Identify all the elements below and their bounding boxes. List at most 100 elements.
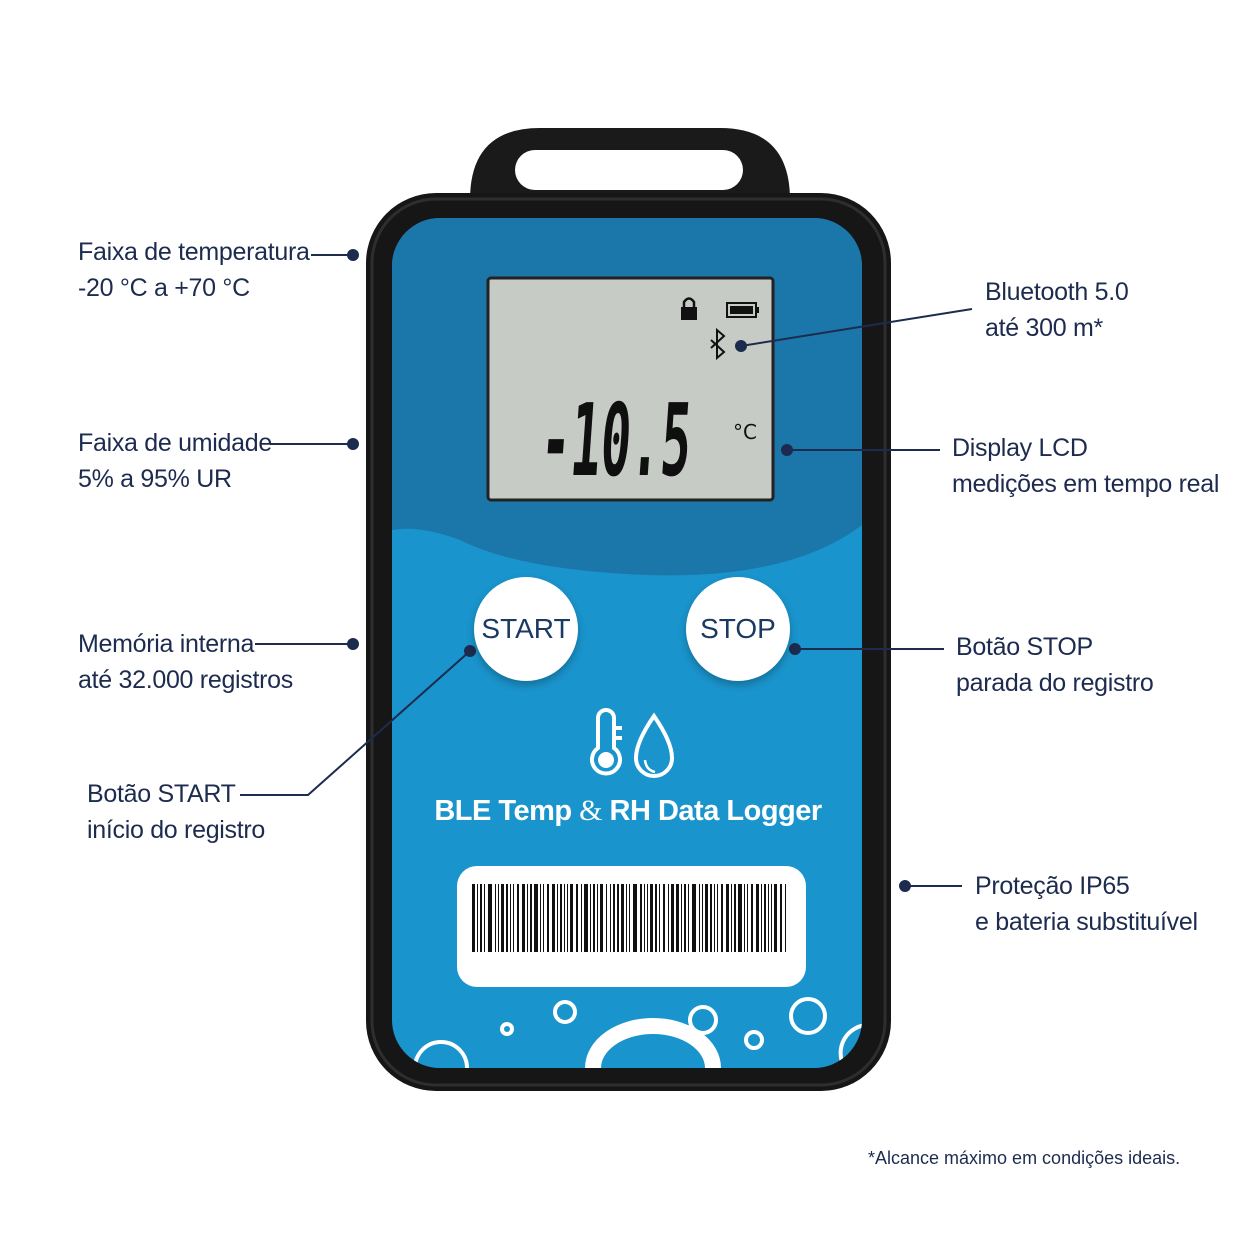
- barcode-bar: [527, 884, 528, 952]
- barcode-bar: [617, 884, 619, 952]
- barcode-bar: [626, 884, 627, 952]
- barcode-bar: [756, 884, 759, 952]
- barcode-bar: [590, 884, 591, 952]
- barcode-bar: [560, 884, 562, 952]
- device-title-ampersand: &: [579, 794, 602, 827]
- barcode-bar: [610, 884, 611, 952]
- start-button[interactable]: START: [474, 577, 578, 681]
- barcode-bar: [498, 884, 499, 952]
- annotation-protection-value: e bateria substituível: [975, 908, 1198, 936]
- device-title-part1: BLE Temp: [434, 795, 580, 827]
- barcode-bar: [650, 884, 653, 952]
- annotation-humidity: Faixa de umidade 5% a 95% UR: [78, 425, 272, 497]
- barcode-bar: [488, 884, 492, 952]
- device-title-part2: RH Data Logger: [601, 795, 823, 827]
- barcode-bar: [659, 884, 660, 952]
- barcode-bar: [517, 884, 519, 952]
- barcode-bar: [751, 884, 753, 952]
- lock-icon: [681, 297, 697, 320]
- barcode-bar: [567, 884, 568, 952]
- footnote: *Alcance máximo em condições ideais.: [868, 1148, 1181, 1168]
- annotation-protection-title: Proteção IP65: [975, 872, 1130, 900]
- barcode-bar: [681, 884, 682, 952]
- barcode-bar: [552, 884, 555, 952]
- barcode-bar: [606, 884, 607, 952]
- barcode-bar: [738, 884, 742, 952]
- barcode-bar: [702, 884, 703, 952]
- barcode-bar: [477, 884, 478, 952]
- annotation-bluetooth: Bluetooth 5.0 até 300 m*: [985, 274, 1129, 346]
- barcode-bar: [564, 884, 565, 952]
- barcode-bar: [684, 884, 686, 952]
- barcode-bar: [484, 884, 485, 952]
- annotation-stop-button: Botão STOP parada do registro: [956, 629, 1154, 701]
- barcode-bar: [699, 884, 700, 952]
- annotation-display: Display LCD medições em tempo real: [952, 430, 1219, 502]
- barcode-bar: [530, 884, 532, 952]
- annotation-bluetooth-title: Bluetooth 5.0: [985, 278, 1129, 306]
- barcode-panel: [457, 866, 806, 987]
- stop-button[interactable]: STOP: [686, 577, 790, 681]
- device-casing: [366, 193, 891, 1091]
- barcode-bar: [768, 884, 769, 952]
- barcode-bar: [717, 884, 718, 952]
- annotation-memory-title: Memória interna: [78, 630, 255, 658]
- hanging-tab: [470, 128, 790, 236]
- annotation-memory-value: até 32.000 registros: [78, 666, 293, 694]
- barcode-bar: [522, 884, 525, 952]
- barcode-bar: [731, 884, 732, 952]
- barcode-bar: [633, 884, 637, 952]
- barcode-bar: [600, 884, 603, 952]
- barcode-bar: [581, 884, 582, 952]
- lcd-screen: [486, 276, 775, 502]
- barcode-bar: [480, 884, 482, 952]
- barcode-bar: [785, 884, 786, 952]
- annotation-stop-value: parada do registro: [956, 669, 1154, 697]
- barcode-bar: [774, 884, 777, 952]
- annotation-memory: Memória interna até 32.000 registros: [78, 626, 293, 698]
- annotation-start-title: Botão START: [87, 780, 236, 808]
- barcode-bar: [771, 884, 772, 952]
- device-title: BLE Temp & RH Data Logger: [394, 794, 862, 828]
- thermometer-icon: [590, 708, 622, 776]
- barcode-bar: [780, 884, 782, 952]
- annotation-humidity-value: 5% a 95% UR: [78, 465, 232, 493]
- barcode-bar: [629, 884, 630, 952]
- barcode-bar: [613, 884, 615, 952]
- device-face: [392, 218, 862, 1068]
- barcode-bar: [543, 884, 544, 952]
- barcode-bar: [671, 884, 674, 952]
- barcode-bar: [510, 884, 511, 952]
- barcode-bar: [547, 884, 549, 952]
- annotation-stop-title: Botão STOP: [956, 633, 1093, 661]
- barcode-bar: [593, 884, 595, 952]
- barcode-bar: [540, 884, 541, 952]
- barcode-bar: [576, 884, 578, 952]
- annotation-bluetooth-value: até 300 m*: [985, 314, 1103, 342]
- barcode-bar: [668, 884, 669, 952]
- barcode-bar: [621, 884, 624, 952]
- barcode-bar: [640, 884, 642, 952]
- barcode-bar: [705, 884, 708, 952]
- barcode-bar: [513, 884, 514, 952]
- barcode-bar: [726, 884, 729, 952]
- barcode-bar: [721, 884, 723, 952]
- barcode-bar: [692, 884, 696, 952]
- battery-icon: [726, 302, 759, 318]
- barcode-bar: [584, 884, 588, 952]
- barcode-bar: [764, 884, 766, 952]
- lcd-reading: -10.5: [537, 382, 695, 499]
- barcode-bar: [744, 884, 745, 952]
- decorative-bubbles: [413, 997, 862, 1068]
- barcode-bar: [761, 884, 762, 952]
- barcode-bar: [557, 884, 558, 952]
- barcode-icon: [472, 884, 786, 952]
- annotation-humidity-title: Faixa de umidade: [78, 429, 272, 457]
- barcode-bar: [534, 884, 538, 952]
- barcode-bar: [472, 884, 475, 952]
- barcode-bar: [655, 884, 657, 952]
- barcode-bar: [644, 884, 645, 952]
- barcode-bar: [501, 884, 504, 952]
- annotation-protection: Proteção IP65 e bateria substituível: [975, 868, 1198, 940]
